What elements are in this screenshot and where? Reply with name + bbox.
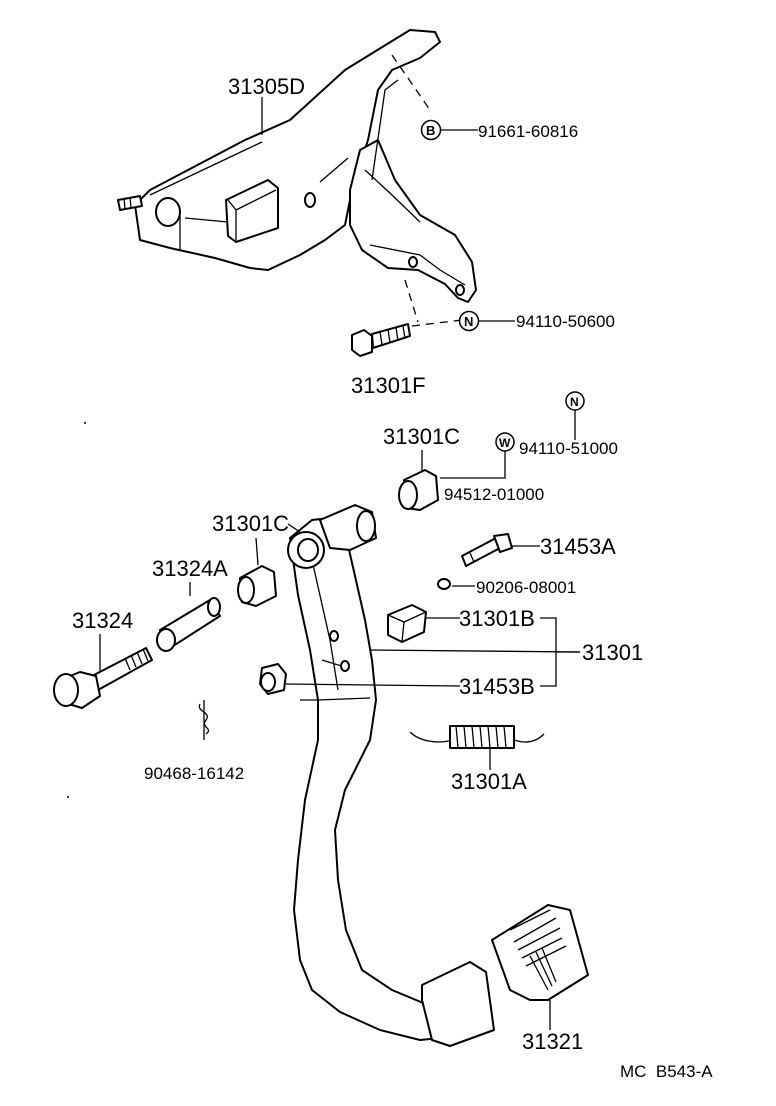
label-94512-01000: 94512-01000 — [444, 485, 544, 504]
bracket-31305d — [117, 29, 477, 303]
marker-w-icon: W — [495, 432, 515, 452]
label-31301: 31301 — [582, 640, 643, 665]
label-31324: 31324 — [72, 608, 133, 633]
bushing-31301c-left — [237, 565, 277, 607]
diagram-code: MC B543-A — [620, 1062, 713, 1081]
marker-b-icon: B — [420, 119, 442, 141]
label-31301c-left: 31301C — [212, 511, 289, 536]
marker-n-lower-icon: N — [565, 391, 585, 411]
bushing-31301c-upper — [398, 469, 439, 511]
stopper-31453b — [259, 663, 287, 695]
pad-31321 — [491, 904, 589, 1001]
bolt-31301f — [351, 323, 411, 357]
label-31301f: 31301F — [351, 373, 426, 398]
label-31301c-upper: 31301C — [383, 424, 460, 449]
label-31301a: 31301A — [451, 769, 527, 794]
spring-31301a — [409, 725, 545, 749]
stopper-31301b — [387, 604, 427, 643]
svg-text:N: N — [570, 395, 579, 409]
svg-text:W: W — [499, 436, 511, 450]
pedal-arm-31301 — [287, 504, 495, 1047]
collar-31324a — [156, 597, 221, 652]
svg-text:N: N — [464, 314, 473, 329]
shaft-31324 — [53, 647, 153, 709]
label-31301b: 31301B — [459, 606, 535, 631]
label-90206-08001: 90206-08001 — [476, 578, 576, 597]
label-31305d: 31305D — [228, 74, 305, 99]
label-94110-51000: 94110-51000 — [519, 439, 618, 458]
label-94110-50600: 94110-50600 — [516, 312, 615, 331]
clip-90468 — [198, 700, 210, 740]
label-91661-60816: 91661-60816 — [478, 122, 578, 141]
svg-text:B: B — [426, 123, 435, 138]
label-31453a: 31453A — [540, 534, 616, 559]
label-31324a: 31324A — [152, 556, 228, 581]
marker-n-upper-icon: N — [458, 310, 480, 332]
label-90468-16142: 90468-16142 — [144, 764, 244, 783]
label-31453b: 31453B — [459, 674, 535, 699]
label-31321: 31321 — [522, 1029, 583, 1054]
pin-31453a — [461, 533, 513, 567]
ring-90206 — [437, 578, 451, 590]
